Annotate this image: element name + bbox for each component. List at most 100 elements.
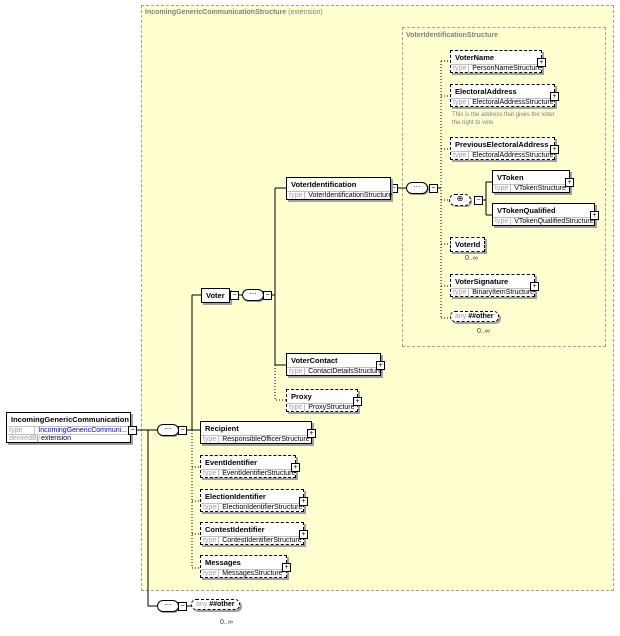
choice-compositor: ⊕ bbox=[449, 194, 471, 206]
element-name: ElectionIdentifier bbox=[205, 492, 266, 501]
expand-toggle[interactable]: + bbox=[537, 58, 546, 67]
type-label: type bbox=[201, 570, 220, 577]
element-name: ContestIdentifier bbox=[205, 525, 265, 534]
any-other-inner[interactable]: any ##other bbox=[450, 311, 499, 322]
element-name: VoterContact bbox=[291, 356, 338, 365]
cardinality: 0..∞ bbox=[477, 328, 490, 335]
outer-group-title: IncomingGenericCommunicationStructure (e… bbox=[145, 9, 323, 16]
type-value: ContactDetailsStructure bbox=[308, 368, 383, 375]
type-label: type bbox=[493, 185, 512, 192]
element-name: EventIdentifier bbox=[205, 458, 258, 467]
element-name: Messages bbox=[205, 558, 241, 567]
element-voter[interactable]: Voter bbox=[201, 288, 230, 303]
element-name: PreviousElectoralAddress bbox=[455, 140, 549, 149]
expand-toggle[interactable]: + bbox=[376, 361, 385, 370]
derived-value: extension bbox=[41, 435, 71, 442]
type-value: ElectoralAddressStructure bbox=[472, 152, 554, 159]
type-label: type bbox=[201, 504, 220, 511]
type-value: ResponsibleOfficerStructure bbox=[222, 436, 310, 443]
element-name: Recipient bbox=[205, 424, 239, 433]
expand-toggle[interactable]: + bbox=[291, 463, 300, 472]
element-name: IncomingGenericCommunication bbox=[11, 415, 129, 424]
expand-toggle[interactable]: + bbox=[550, 145, 559, 154]
type-value: ElectionIdentifierStructure bbox=[222, 504, 303, 511]
collapse-toggle[interactable]: − bbox=[230, 291, 239, 300]
element-name: Proxy bbox=[291, 392, 312, 401]
element-voter-id[interactable]: VoterId bbox=[450, 237, 486, 252]
type-label: type bbox=[493, 218, 512, 225]
collapse-toggle[interactable]: − bbox=[474, 196, 483, 205]
inner-group-title: VoterIdentificationStructure bbox=[406, 32, 499, 39]
expand-toggle[interactable]: + bbox=[590, 211, 599, 220]
type-value: VTokenStructure bbox=[514, 185, 566, 192]
sequence-compositor-main: ··· bbox=[157, 424, 179, 436]
expand-toggle[interactable]: + bbox=[530, 282, 539, 291]
element-name: VoterIdentification bbox=[291, 180, 357, 189]
type-label: type bbox=[287, 404, 306, 411]
sequence-compositor-voter: ··· bbox=[242, 289, 264, 301]
type-label: type bbox=[287, 368, 306, 375]
expand-toggle[interactable]: + bbox=[299, 497, 308, 506]
collapse-toggle[interactable]: − bbox=[178, 426, 187, 435]
type-label: type bbox=[7, 427, 36, 434]
collapse-toggle[interactable]: − bbox=[128, 426, 137, 435]
type-label: type bbox=[201, 537, 220, 544]
derived-label: derivedBy bbox=[9, 435, 41, 442]
type-value: VTokenQualifiedStructure bbox=[514, 218, 594, 225]
type-value: VoterIdentificationStructure bbox=[308, 192, 393, 199]
element-name: VoterSignature bbox=[455, 277, 509, 286]
inner-structure-group bbox=[402, 27, 606, 347]
expand-toggle[interactable]: + bbox=[565, 178, 574, 187]
collapse-toggle[interactable]: − bbox=[178, 602, 187, 611]
type-label: type bbox=[451, 99, 470, 106]
cardinality: 0..∞ bbox=[465, 255, 478, 262]
expand-toggle[interactable]: + bbox=[307, 429, 316, 438]
electoral-address-annotation: This is the address that gives the voter… bbox=[452, 112, 555, 126]
element-name: VoterName bbox=[455, 53, 495, 62]
type-value: ElectoralAddressStructure bbox=[472, 99, 554, 106]
expand-toggle[interactable]: + bbox=[299, 530, 308, 539]
type-label: type bbox=[451, 65, 470, 72]
expand-toggle[interactable]: + bbox=[550, 92, 559, 101]
type-value: BinaryItemStructure bbox=[472, 289, 535, 296]
type-value: ContestIdentifierStructure bbox=[222, 537, 302, 544]
collapse-toggle[interactable]: − bbox=[429, 184, 438, 193]
any-other-outer[interactable]: any ##other bbox=[191, 599, 240, 610]
collapse-toggle[interactable]: − bbox=[263, 291, 272, 300]
type-link[interactable]: IncomingGenericCommuni... bbox=[38, 427, 127, 434]
type-label: type bbox=[451, 152, 470, 159]
cardinality: 0..∞ bbox=[220, 619, 233, 626]
type-value: EventIdentifierStructure bbox=[222, 470, 296, 477]
element-name: VToken bbox=[497, 173, 524, 182]
sequence-compositor-voter-identification: ··· bbox=[406, 182, 428, 194]
element-name: Voter bbox=[206, 291, 225, 300]
type-value: PersonNameStructure bbox=[472, 65, 542, 72]
type-value: MessagesStructure bbox=[222, 570, 283, 577]
sequence-compositor-bottom: ··· bbox=[157, 600, 179, 612]
type-label: type bbox=[451, 289, 470, 296]
expand-toggle[interactable]: + bbox=[282, 563, 291, 572]
expand-toggle[interactable]: + bbox=[353, 397, 362, 406]
type-value: ProxyStructure bbox=[308, 404, 355, 411]
type-label: type bbox=[287, 192, 306, 199]
element-name: VTokenQualified bbox=[497, 206, 556, 215]
element-name: ElectoralAddress bbox=[455, 87, 517, 96]
element-name: VoterId bbox=[455, 240, 481, 249]
type-label: type bbox=[201, 436, 220, 443]
